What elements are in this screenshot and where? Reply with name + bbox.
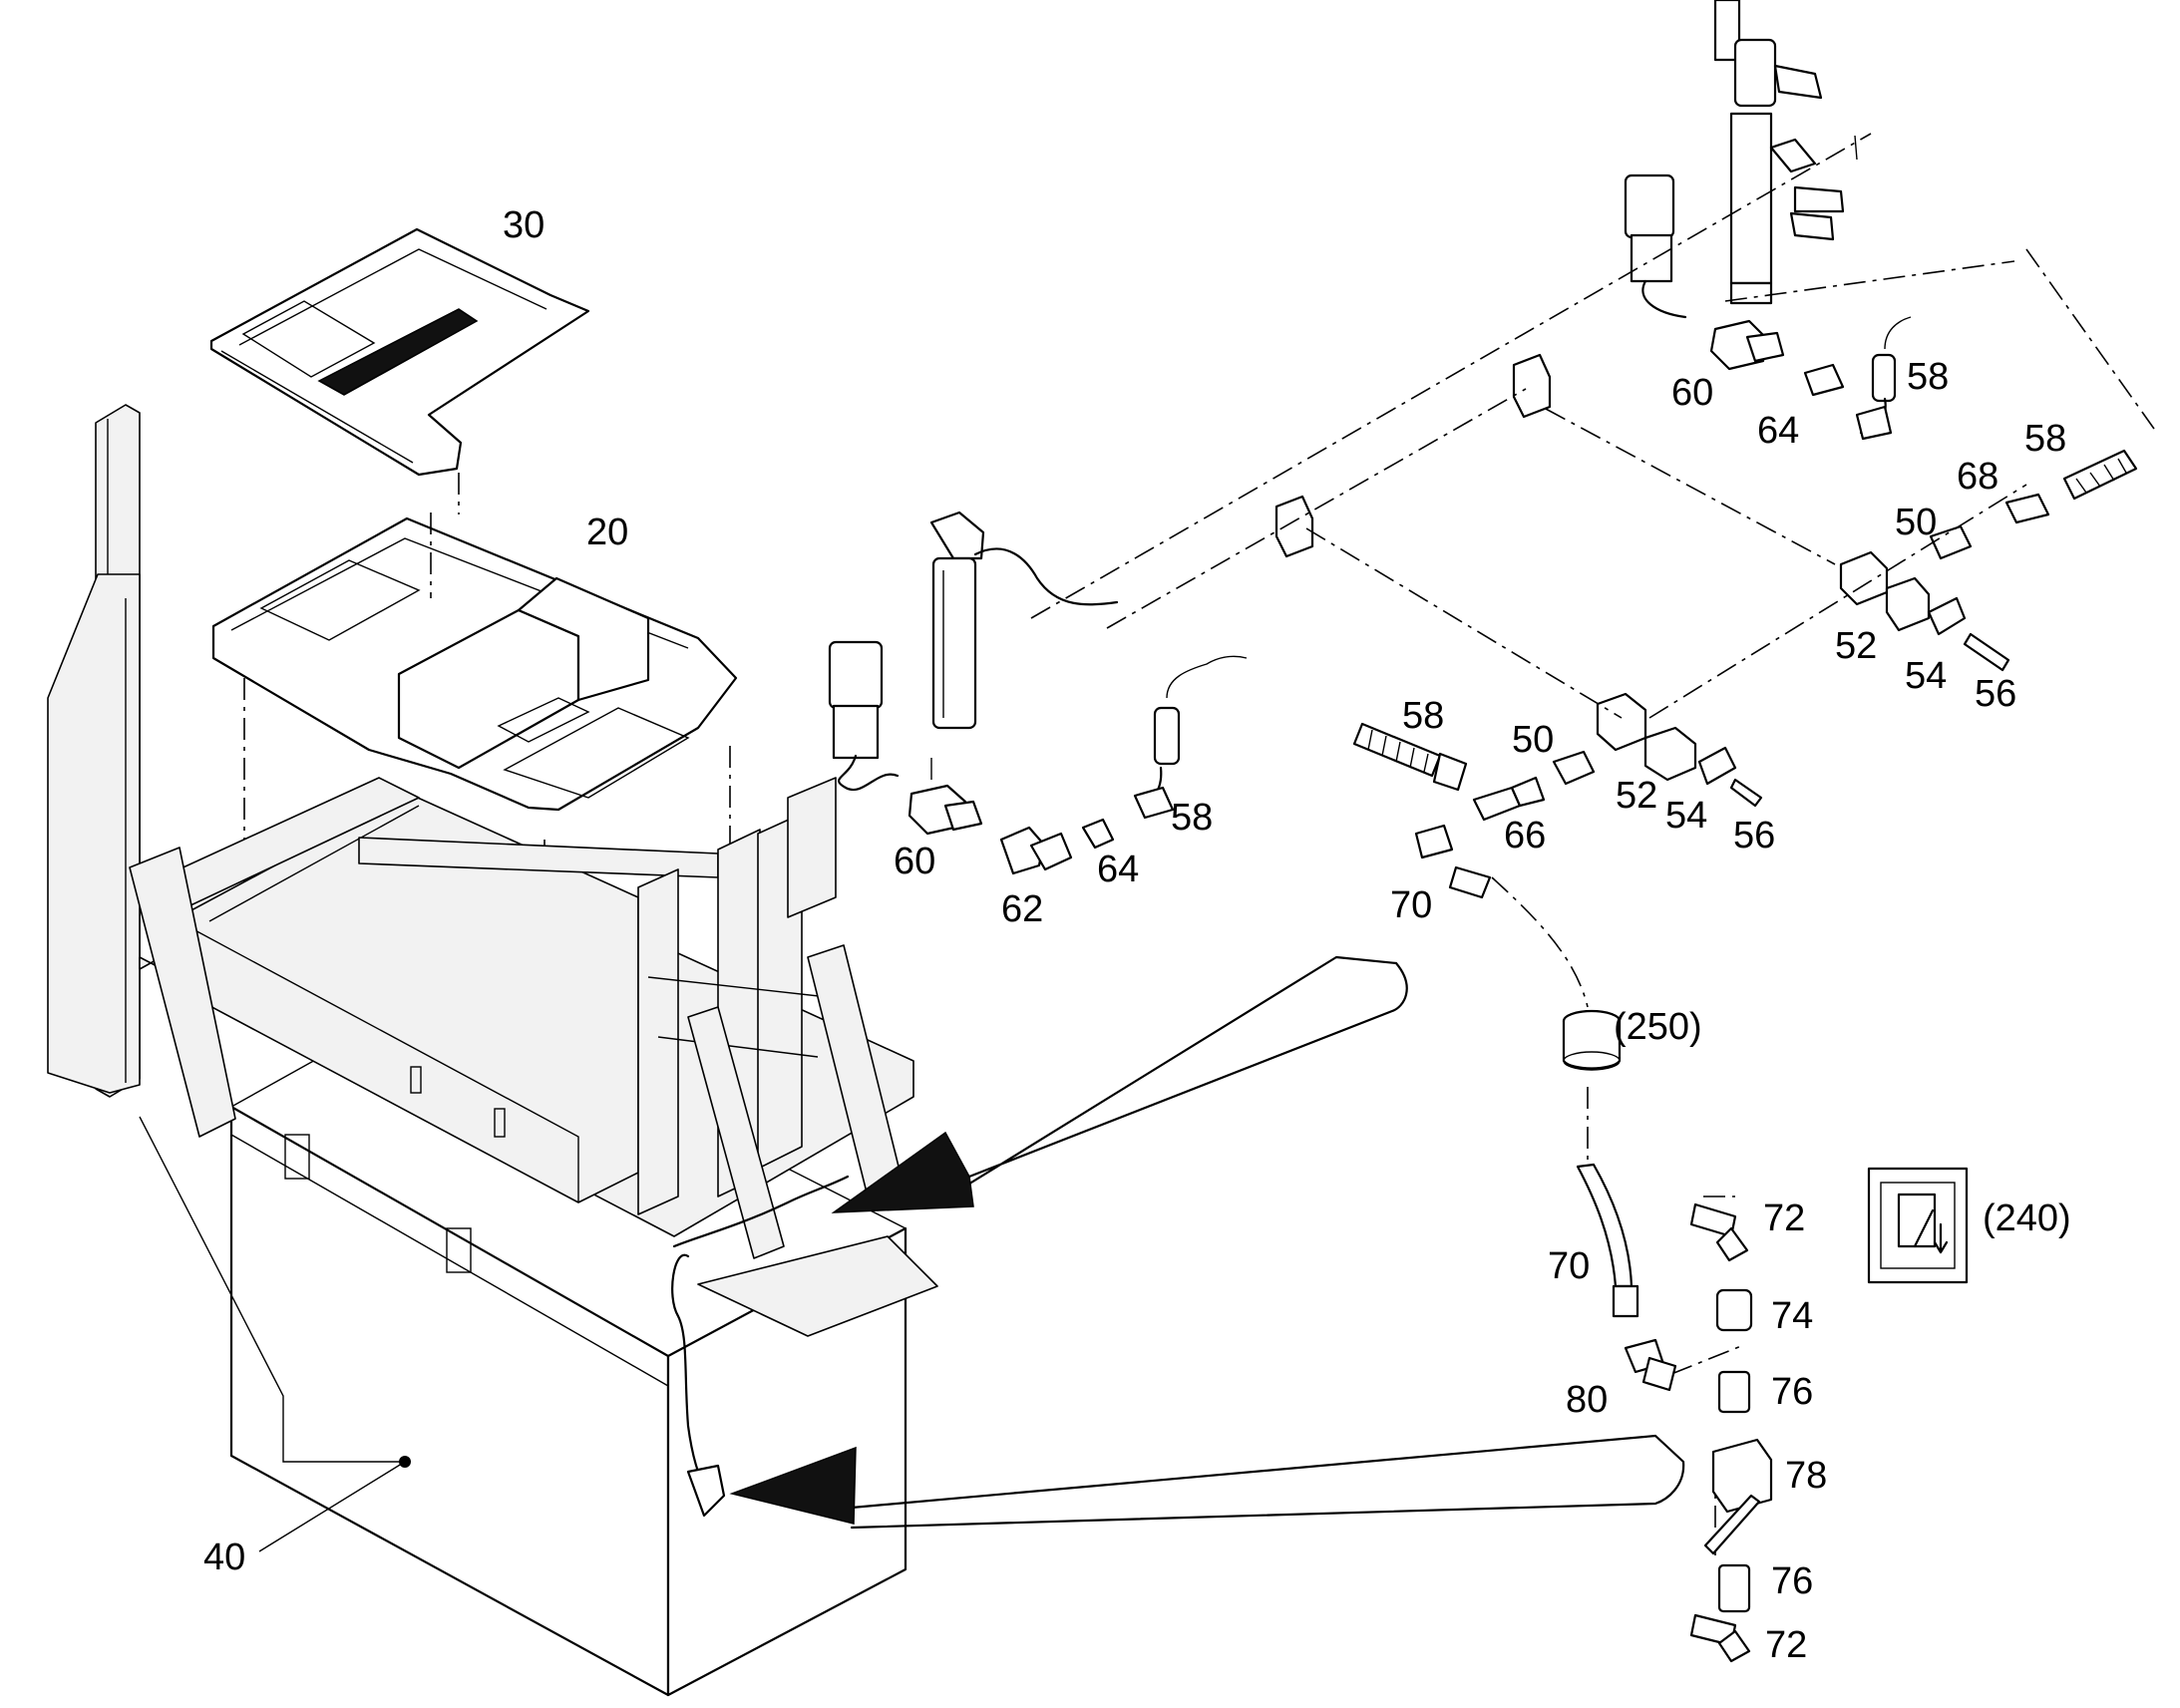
pipe-clamps-upper [1274,353,1552,558]
callout-58-right-lower: 58 [2024,418,2066,460]
side-column [47,404,141,1098]
callout-56-middle: 56 [1733,815,1775,856]
grommet-250 [1562,1009,1622,1071]
upper-right-valve-assembly [1713,0,1858,305]
detail-pointer-lower [729,1434,1685,1530]
fitting-72-lower [1689,1613,1751,1663]
valve-78 [1703,1438,1773,1555]
fitting-76-lower [1717,1563,1751,1613]
callout-54-right: 54 [1905,655,1947,697]
part-20-mounting-plate [211,516,738,812]
detail-pointer-upper [831,955,1408,1213]
callout-64-left: 64 [1097,849,1139,890]
callout-72-lower: 72 [1765,1624,1807,1666]
fitting-50-right [1929,524,1973,560]
callout-60-right: 60 [1671,372,1713,414]
callout-68: 68 [1957,456,1998,498]
hose-58-right-braided [2062,449,2138,501]
callout-58-middle: 58 [1402,695,1444,737]
sensor-center-pipe [929,511,1119,730]
fitting-64-nipple-right [1803,363,1845,397]
callout-56-right: 56 [1975,673,2016,715]
callout-76-upper: 76 [1771,1371,1813,1413]
hose-58-left-vertical [1133,655,1248,820]
part-40-frame-assembly [129,777,938,1697]
fitting-50-adapter-middle [1552,750,1596,786]
fitting-68-right [2004,493,2050,524]
bolt-56-middle [1729,778,1763,808]
fitting-66-tee-middle [1472,776,1546,822]
callout-54-middle: 54 [1665,795,1707,837]
fitting-80-elbow [1624,1338,1677,1392]
clamp-52-right [1839,550,1931,632]
callout-70-vertical: 70 [1548,1245,1590,1287]
callout-50-right: 50 [1895,502,1937,543]
fitting-74-tee [1715,1288,1753,1332]
callout-58-right-upper: 58 [1907,356,1949,398]
fitting-76-upper [1717,1370,1751,1414]
sensor-right-gauge [1624,173,1687,319]
callout-64-right: 64 [1757,410,1799,452]
assembly-lines-right [1030,133,2155,1555]
callout-240: (240) [1983,1197,2071,1239]
callout-72-upper: 72 [1763,1197,1805,1239]
callout-52-right: 52 [1835,625,1877,667]
callout-20: 20 [586,512,628,553]
callout-58-left: 58 [1171,797,1213,839]
callout-250: (250) [1614,1006,1702,1048]
callout-60-left: 60 [894,841,935,882]
fitting-60-tee-right [1709,319,1785,371]
callout-labels: 30 20 40 60 62 64 58 58 50 66 52 54 56 7… [203,204,2071,1666]
hose-70-vertical [1576,1163,1639,1318]
clamp-52-middle [1596,692,1697,782]
hose-70-elbow-middle [1414,824,1492,899]
callout-30: 30 [503,204,545,246]
fitting-72-upper [1689,1202,1749,1262]
callout-40: 40 [203,1537,245,1578]
bolt-56-right [1963,632,2010,672]
callout-74: 74 [1771,1295,1813,1337]
sensor-left-gauge [828,640,900,792]
callout-62: 62 [1001,888,1043,930]
hose-58-middle-braided [1352,722,1468,792]
fitting-60-tee-left [908,758,983,836]
callout-52-middle: 52 [1616,775,1657,817]
callout-78: 78 [1785,1455,1827,1497]
plate-54-middle [1697,746,1737,786]
hose-58-right-elbow [1855,316,1912,441]
callout-50-middle: 50 [1512,719,1554,761]
fitting-64-nipple-left [1081,818,1115,850]
part-30-cover-plate [209,227,590,477]
info-decal-240 [1867,1167,1969,1284]
plate-54-right [1927,596,1967,636]
callout-70-middle: 70 [1390,884,1432,926]
fitting-62-elbow-left [999,826,1073,875]
callout-66: 66 [1504,815,1546,856]
callout-76-lower: 76 [1771,1560,1813,1602]
callout-80: 80 [1566,1379,1608,1421]
